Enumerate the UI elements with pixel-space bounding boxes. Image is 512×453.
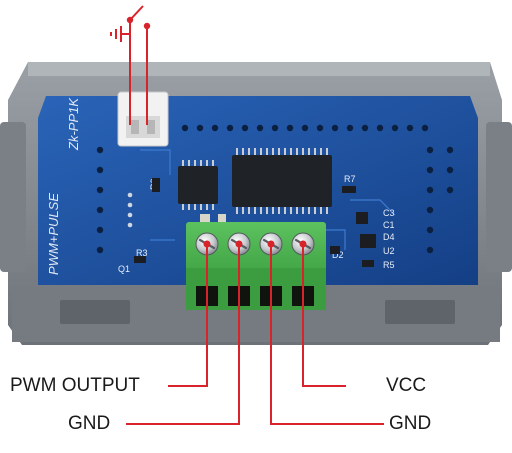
- smd-components: [134, 178, 376, 267]
- secondary-chip: [178, 160, 218, 210]
- silk-label: R7: [344, 174, 356, 184]
- pin-leader-lines: [126, 244, 384, 425]
- silk-label: C3: [383, 208, 395, 218]
- pin-leader-dots: [203, 240, 307, 248]
- silk-label: R3: [136, 248, 148, 258]
- main-microcontroller-chip: [232, 148, 332, 214]
- jst-connector: [117, 91, 169, 147]
- gnd-left-label: GND: [68, 413, 111, 434]
- silk-label: D2: [332, 250, 344, 260]
- vcc-label: VCC: [386, 375, 427, 396]
- switch-symbol-icon: [126, 16, 151, 30]
- board-side-text: PWM+PULSE: [46, 193, 61, 275]
- silk-label: D4: [383, 232, 395, 242]
- ground-symbol-icon: [110, 26, 122, 42]
- silk-label: C1: [383, 220, 395, 230]
- silk-label: U2: [383, 246, 395, 256]
- pwm-output-label: PWM OUTPUT: [10, 375, 140, 396]
- silk-label: R5: [383, 260, 395, 270]
- silk-label: Q1: [118, 264, 130, 274]
- board-model-text: Zk-PP1K: [66, 97, 81, 151]
- gnd-right-label: GND: [389, 413, 432, 434]
